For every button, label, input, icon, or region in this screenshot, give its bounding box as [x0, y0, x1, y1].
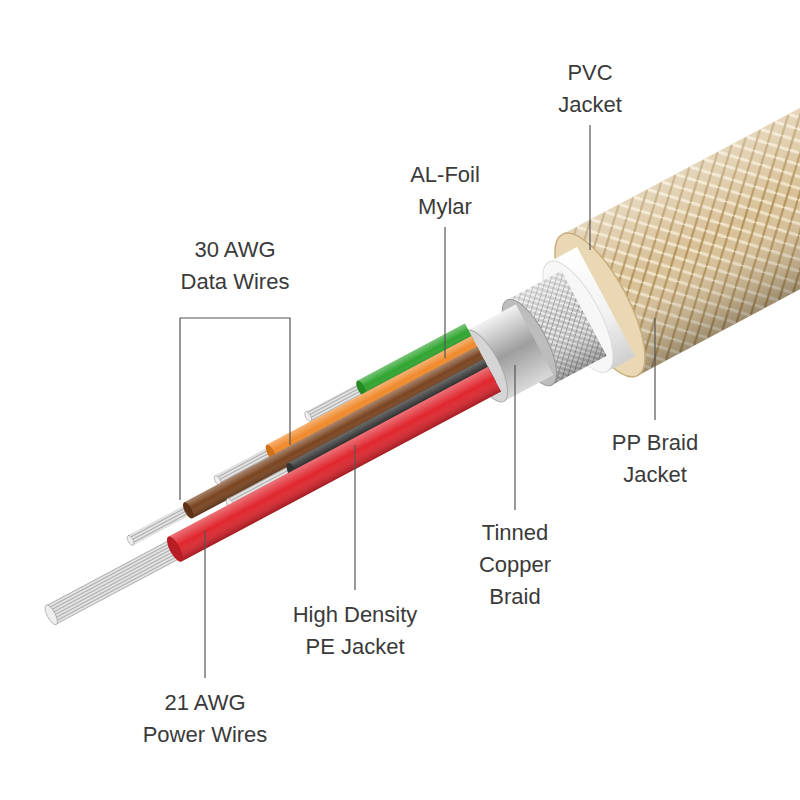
part-label: Tinned Copper Braid [467, 517, 563, 613]
part-label: 21 AWG Power Wires [136, 687, 274, 751]
leader-lines [180, 125, 655, 678]
cable [3, 18, 800, 673]
part-label: 30 AWG Data Wires [173, 234, 297, 298]
part-label: PVC Jacket [548, 57, 632, 121]
part-label: AL-Foil Mylar [393, 159, 497, 223]
part-label: High Density PE Jacket [278, 599, 432, 663]
part-label: PP Braid Jacket [599, 427, 711, 491]
